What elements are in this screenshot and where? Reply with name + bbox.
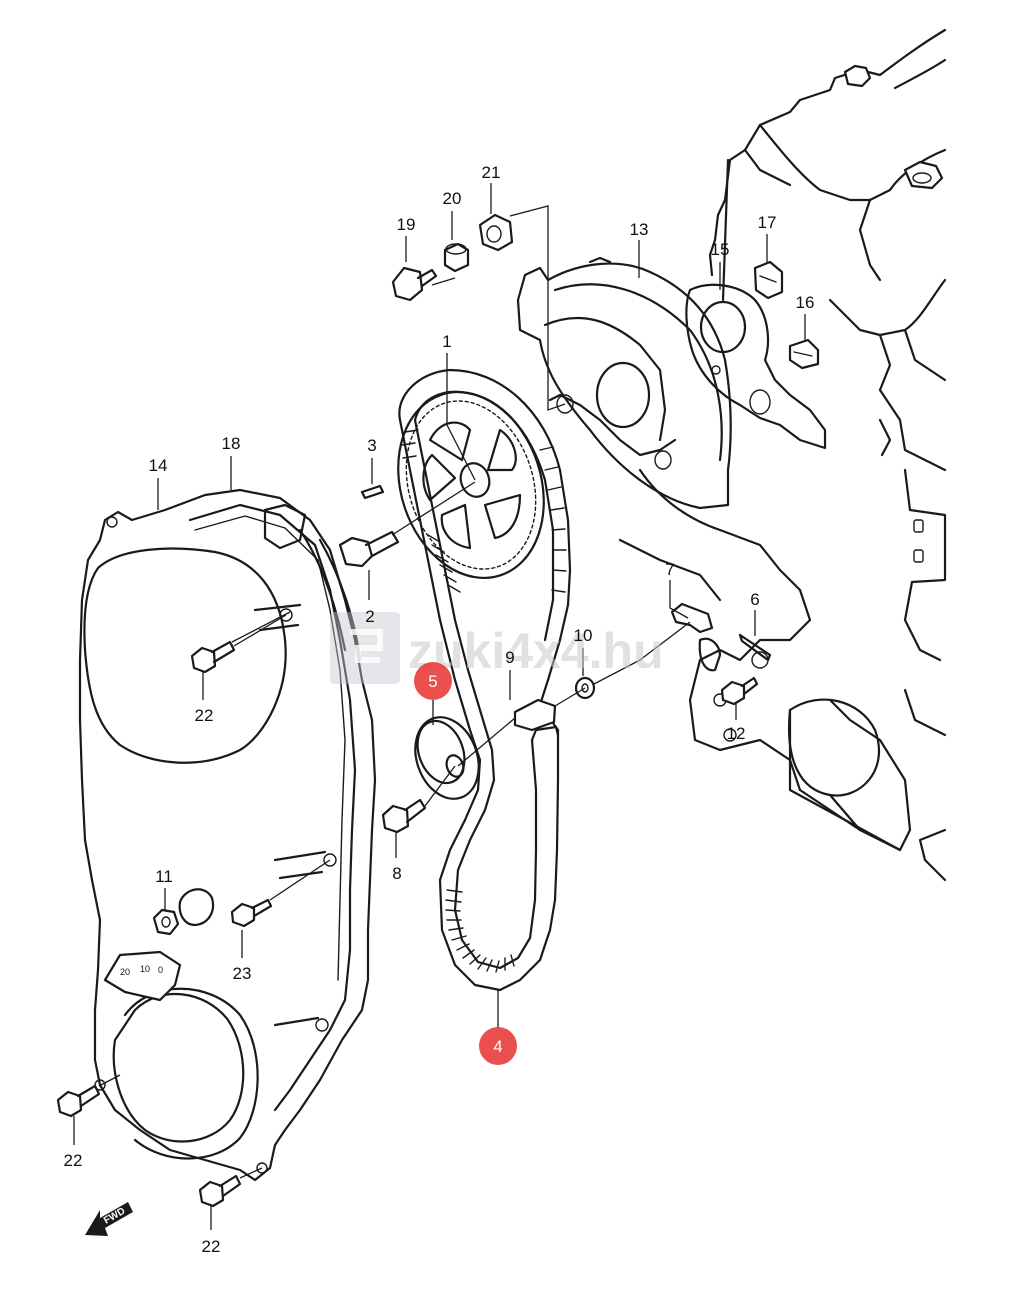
callout-13: 13 bbox=[630, 220, 649, 239]
callout-8: 8 bbox=[392, 864, 401, 883]
timing-belt bbox=[398, 368, 572, 992]
callout-6: 6 bbox=[750, 590, 759, 609]
inner-timing-cover bbox=[516, 256, 732, 510]
grommet-21 bbox=[478, 213, 514, 252]
fwd-label: FWD bbox=[102, 1206, 127, 1227]
callout-23: 23 bbox=[233, 964, 252, 983]
callout-15: 15 bbox=[711, 240, 730, 259]
pin-3 bbox=[360, 484, 385, 500]
fwd-arrow: FWD bbox=[85, 1202, 133, 1236]
spacer-20 bbox=[443, 242, 470, 273]
highlight-marker-4[interactable] bbox=[479, 1027, 517, 1065]
bolt-12 bbox=[720, 676, 759, 706]
callout-20: 20 bbox=[443, 189, 462, 208]
callout-21: 21 bbox=[482, 163, 501, 182]
bracket-7 bbox=[670, 602, 714, 634]
highlight-marker-5[interactable] bbox=[414, 662, 452, 700]
bolt-19 bbox=[391, 266, 438, 302]
scale-mark-20: 20 bbox=[120, 967, 130, 977]
scale-mark-10: 10 bbox=[140, 964, 150, 974]
callout-17: 17 bbox=[758, 213, 777, 232]
callout-22-upper: 22 bbox=[195, 706, 214, 725]
callout-16: 16 bbox=[796, 293, 815, 312]
outer-timing-cover: 20 10 0 bbox=[78, 488, 377, 1182]
bolt-2 bbox=[338, 530, 400, 568]
callout-18: 18 bbox=[222, 434, 241, 453]
bolt-22-left bbox=[56, 1084, 101, 1118]
tensioner-pulley bbox=[414, 716, 480, 800]
clip-17 bbox=[753, 260, 784, 300]
callout-3: 3 bbox=[367, 436, 376, 455]
engine-block bbox=[618, 28, 947, 882]
callout-5: 5 bbox=[428, 672, 437, 691]
callout-22-left: 22 bbox=[64, 1151, 83, 1170]
callout-12: 12 bbox=[727, 724, 746, 743]
scale-mark-0: 0 bbox=[158, 965, 163, 975]
callout-labels: 1 2 3 4 5 6 7 8 9 10 11 12 13 14 15 16 1… bbox=[64, 163, 815, 1256]
stud-9 bbox=[513, 698, 557, 732]
callout-4: 4 bbox=[493, 1037, 502, 1056]
assembly-lines bbox=[73, 183, 806, 1230]
nut-11 bbox=[152, 908, 180, 936]
clip-16 bbox=[788, 338, 820, 370]
bolt-23 bbox=[230, 898, 273, 928]
callout-14: 14 bbox=[149, 456, 168, 475]
callout-1: 1 bbox=[442, 332, 451, 351]
stud-6 bbox=[738, 633, 772, 662]
callout-9: 9 bbox=[505, 648, 514, 667]
callout-22-lower: 22 bbox=[202, 1237, 221, 1256]
watermark: zuki4x4.hu bbox=[330, 612, 664, 684]
callout-7: 7 bbox=[665, 560, 674, 579]
callout-2: 2 bbox=[365, 607, 374, 626]
callout-10: 10 bbox=[574, 626, 593, 645]
gasket-plate bbox=[685, 283, 827, 450]
bolt-22-upper bbox=[190, 640, 236, 674]
callout-19: 19 bbox=[397, 215, 416, 234]
callout-11: 11 bbox=[155, 867, 173, 886]
bolt-22-lower bbox=[198, 1174, 242, 1208]
watermark-text: zuki4x4.hu bbox=[408, 623, 664, 679]
bolt-8 bbox=[381, 798, 427, 834]
